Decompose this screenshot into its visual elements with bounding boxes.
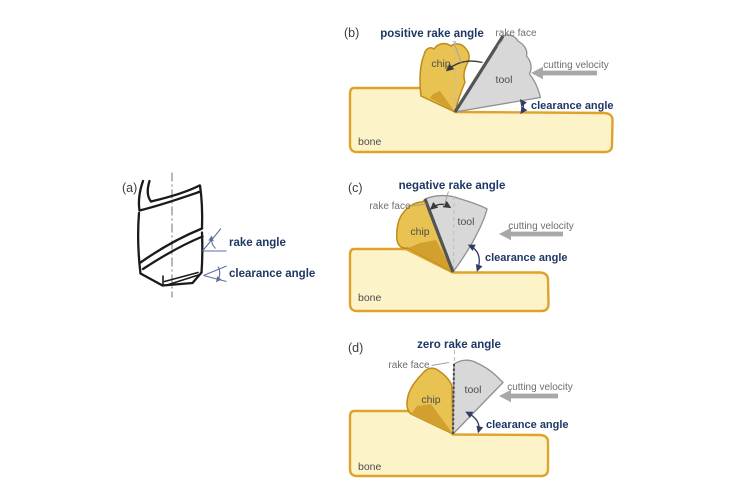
panel-b-cutting-velocity-label: cutting velocity [543, 60, 609, 71]
panel-c-dashed-guide [452, 195, 455, 271]
panel-c-cutting-velocity-arrow [499, 227, 563, 241]
panel-b: (b) positive rake angle rake face chip t… [344, 26, 614, 154]
panel-c-cutting-velocity-label: cutting velocity [508, 221, 574, 232]
panel-d-tool-label: tool [465, 384, 482, 396]
panel-c-title-pointer [443, 191, 449, 207]
panel-b-tool-shape [454, 34, 542, 113]
panel-c-rake-angle-arc [429, 200, 452, 210]
panel-b-chip-shape [419, 42, 470, 113]
drill-chisel-edge-1 [163, 271, 199, 283]
clearance-angle-line-upper [203, 265, 227, 277]
drill-flute-bottom-upper [139, 227, 204, 264]
drill-chisel-edge-2 [166, 273, 201, 286]
panel-b-title: positive rake angle [380, 28, 484, 40]
panel-a-letter: (a) [122, 181, 137, 195]
clearance-angle-line-lower [203, 274, 227, 283]
drill-flute-bottom-lower [141, 235, 204, 271]
clearance-angle-arc [215, 266, 222, 283]
panel-b-chip-label: chip [431, 58, 450, 70]
panel-b-rake-face-edge [453, 35, 505, 113]
panel-d: (d) zero rake angle rake face chip tool … [348, 339, 573, 478]
panel-c-bone-shape [348, 247, 550, 313]
panel-b-bone-shape [348, 86, 614, 154]
panel-c-chip-shade [408, 240, 453, 272]
panel-b-clearance-angle-label: clearance angle [531, 100, 614, 112]
panel-b-title-pointer [453, 40, 462, 64]
drill-flute-top-lower [138, 190, 202, 212]
panel-b-rake-face-label: rake face [495, 28, 537, 39]
panel-a-clearance-angle-label: clearance angle [229, 268, 315, 280]
panel-b-clearance-angle-arc [519, 98, 528, 115]
panel-b-cutting-velocity-arrow [531, 66, 597, 80]
drill-neck-left [137, 179, 145, 212]
drill-flute-top-upper [149, 184, 201, 203]
panel-c-bone-label: bone [358, 292, 382, 304]
panel-c-tool-shape [424, 194, 488, 273]
panel-c-letter: (c) [348, 181, 363, 195]
panel-c-rake-face-edge [423, 198, 455, 273]
panel-c-tool-label: tool [458, 216, 475, 228]
panel-d-cutting-velocity-label: cutting velocity [507, 382, 573, 393]
panel-c-chip-label: chip [410, 226, 429, 238]
panel-c-title: negative rake angle [399, 180, 506, 192]
drill-right-edge-upper [198, 184, 204, 230]
panel-d-clearance-angle-label: clearance angle [486, 419, 569, 431]
panel-b-rake-face-pointer [497, 39, 504, 47]
panel-d-rake-face-label: rake face [388, 360, 430, 371]
panel-c-rake-face-label: rake face [369, 201, 411, 212]
panel-d-title: zero rake angle [417, 339, 501, 351]
panel-c-clearance-angle-label: clearance angle [485, 252, 568, 264]
rake-angle-arc [208, 235, 216, 249]
panel-b-chip-shade [430, 91, 455, 112]
panel-d-cutting-velocity-arrow [499, 389, 558, 403]
panel-c-clearance-angle-arc [467, 244, 483, 272]
panel-a-rake-angle-label: rake angle [229, 237, 286, 249]
panel-d-bone-shape [348, 409, 550, 478]
drill-tip-outline [139, 271, 203, 287]
drill-left-edge [137, 211, 142, 275]
panel-b-bone-label: bone [358, 136, 382, 148]
panel-b-tool-label: tool [496, 74, 513, 86]
panel-b-rake-angle-arc [445, 60, 483, 72]
panel-d-rake-face-pointer [431, 362, 450, 366]
drill-neck-right [146, 179, 153, 203]
panel-d-chip-shade [411, 404, 453, 434]
drill-right-edge-lower [200, 231, 204, 274]
panel-d-clearance-angle-arc [465, 411, 484, 434]
panel-a: (a) rake angle clearance angle [122, 172, 315, 298]
panel-c: (c) negative rake angle rake face chip t… [348, 180, 574, 313]
panel-d-bone-label: bone [358, 461, 382, 473]
panel-d-chip-label: chip [421, 394, 440, 406]
panel-c-rake-face-pointer [412, 203, 427, 207]
panel-d-letter: (d) [348, 341, 363, 355]
panel-b-letter: (b) [344, 26, 359, 40]
